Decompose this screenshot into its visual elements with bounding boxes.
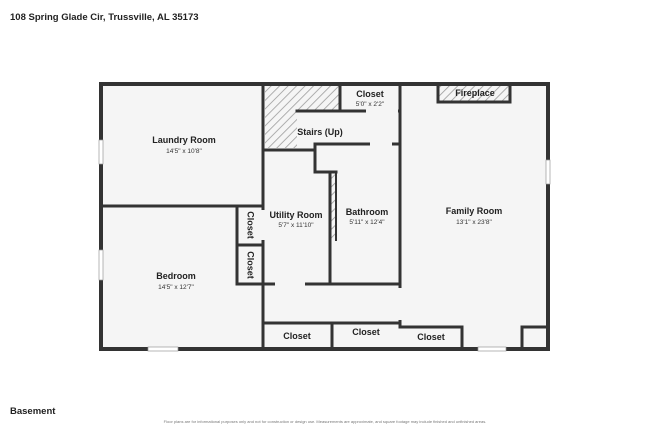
bath-vanity-hatch	[330, 172, 336, 240]
stairs-hatch	[265, 86, 340, 148]
closet-vertical-2-label: Closet	[246, 251, 256, 279]
laundry-room-label: Laundry Room	[152, 135, 216, 145]
bathroom-dims: 5'11" x 12'4"	[349, 219, 385, 226]
closet-bottom-2-label: Closet	[352, 327, 380, 337]
utility-room-label: Utility Room	[270, 210, 323, 220]
bathroom-label: Bathroom	[346, 207, 389, 217]
floor-level-label: Basement	[10, 406, 56, 417]
bedroom-dims: 14'5" x 12'7"	[158, 284, 194, 291]
floor-area	[101, 84, 548, 349]
bedroom-label: Bedroom	[156, 271, 196, 281]
utility-room-dims: 5'7" x 11'10"	[278, 222, 314, 229]
fireplace-hatch	[438, 86, 510, 101]
stairs-label: Stairs (Up)	[297, 127, 343, 137]
closet-vertical-1-label: Closet	[246, 211, 256, 239]
door-openings	[259, 108, 404, 320]
family-room-dims: 13'1" x 23'8"	[456, 219, 492, 226]
closet-bottom-3-label: Closet	[417, 332, 445, 342]
closet-top-dims: 5'0" x 2'2"	[356, 101, 385, 108]
closet-top-label: Closet	[356, 89, 384, 99]
closet-bottom-1-label: Closet	[283, 331, 311, 341]
family-room-label: Family Room	[446, 206, 503, 216]
laundry-room-dims: 14'5" x 10'8"	[166, 148, 202, 155]
disclaimer-text: Floor plans are for informational purpos…	[163, 419, 487, 424]
windows	[98, 139, 551, 352]
fireplace-label: Fireplace	[455, 88, 495, 98]
property-address: 108 Spring Glade Cir, Trussville, AL 351…	[10, 12, 199, 23]
